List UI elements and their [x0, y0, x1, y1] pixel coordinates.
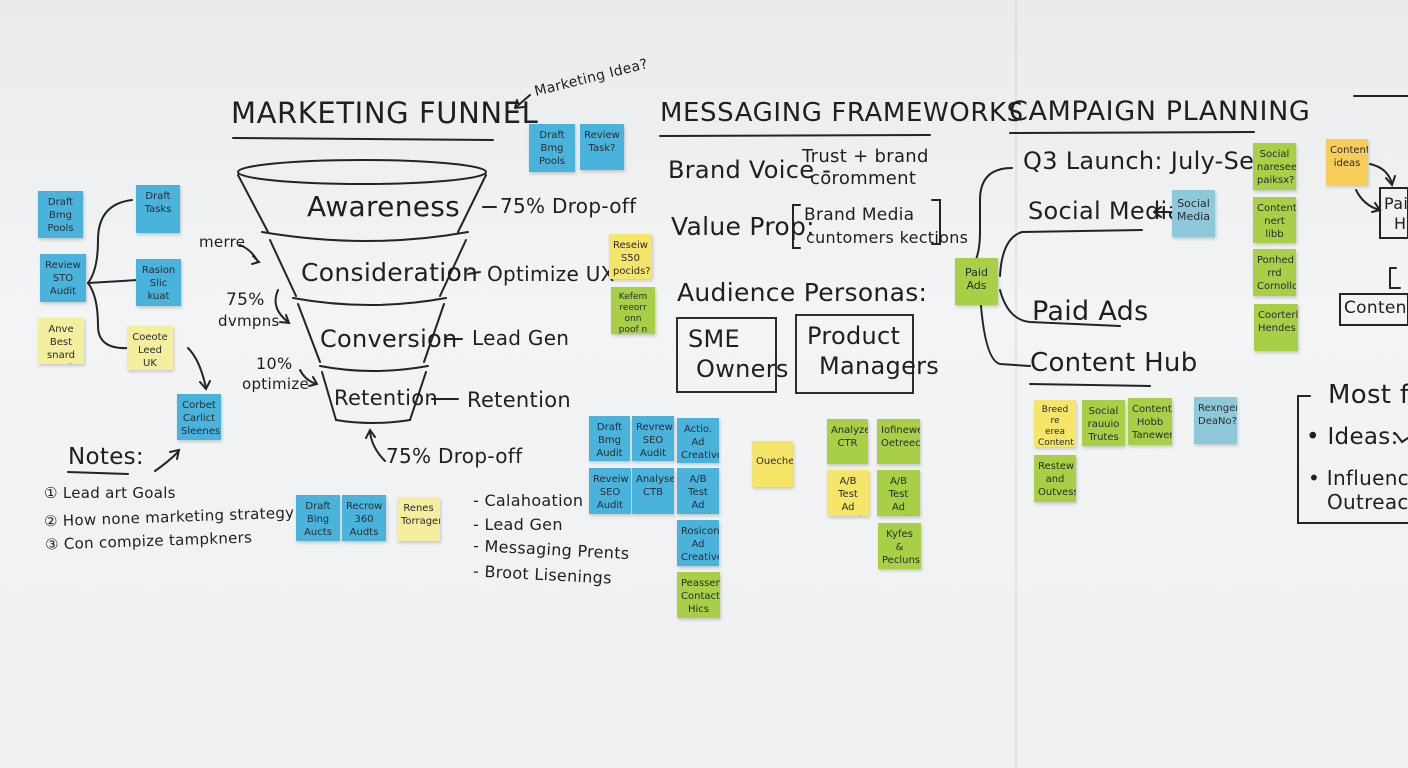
sticky-note: Analyze CTR [827, 419, 868, 464]
bullet-item: - Calahoation [473, 491, 583, 510]
persona-name: Owners [696, 355, 789, 383]
funnel-stage-awareness: Awareness [307, 190, 460, 223]
funnel-title: MARKETING FUNNEL [231, 96, 538, 130]
audience-personas-label: Audience Personas: [677, 278, 927, 307]
content-hub-label: Content Hub [1030, 348, 1198, 378]
funnel-note-retention: Retention [467, 388, 571, 412]
ideas-bullet: • Ideas: [1306, 424, 1399, 450]
persona-name: SME [688, 325, 740, 353]
sticky-note: A/B Test Ad Creatives [677, 468, 719, 514]
q3-launch: Q3 Launch: July-Sep [1023, 147, 1270, 175]
influencer-bullet: • Influencer [1308, 466, 1408, 490]
sticky-note: A/B Test Ad Creatives [877, 470, 920, 516]
sticky-note: Coeote Leed UK [127, 326, 173, 370]
funnel-note-lead-gen: Lead Gen [472, 326, 569, 350]
sticky-note: Social rauuio Trutes [1082, 400, 1125, 446]
value-prop-detail: cuntomers kections [806, 228, 968, 247]
influencer-bullet: Outreach? [1327, 490, 1408, 514]
funnel-note-dropoff: 75% Drop-off [500, 194, 636, 218]
sticky-note: Draft Tasks [136, 185, 180, 233]
persona-card-product: Product Managers [795, 314, 914, 394]
sticky-note: Analyse CTB [632, 468, 674, 514]
sticky-note: Peassen Contact Hics [677, 572, 720, 618]
sticky-note: Review Task? [580, 124, 624, 170]
sticky-note: Paid Ads [955, 258, 998, 305]
sticky-note: Reseiw S50 pocids? [609, 234, 652, 279]
sticky-note: Rexnger DeaNo? [1194, 397, 1237, 444]
notes-item: ① Lead art Goals [44, 484, 176, 502]
social-media-label: Social Media [1028, 197, 1182, 225]
sticky-note: Renes Torrager [397, 497, 440, 541]
funnel-left-note-dvmpns: dvmpns [218, 312, 280, 330]
funnel-note-optimize-ux: Optimize UX [487, 262, 615, 286]
sticky-note: Coorterler Hendes [1254, 304, 1298, 351]
messaging-title: MESSAGING FRAMEWORKS [660, 98, 1024, 128]
sticky-note: Draft Bmg Pools [38, 191, 83, 238]
paid-ads-label: Paid Ads [1032, 296, 1148, 327]
sticky-note: Actio. Ad Creatives [677, 418, 719, 463]
funnel-left-note-optimize: optimize [242, 375, 309, 393]
brand-voice-detail: Trust + brand [802, 146, 929, 167]
sticky-note: Social nareseet paiksx? [1253, 143, 1296, 190]
notes-heading: Notes: [68, 444, 144, 470]
sticky-note: Breed re erea Content Hub [1034, 400, 1076, 447]
sticky-note: Rosicon Ad Creatives [677, 520, 719, 566]
sticky-note: Rasion Slic kuat [136, 259, 181, 306]
sticky-note: Reveiw SEO Audit [589, 468, 631, 514]
value-prop-detail: Brand Media [804, 205, 914, 225]
sticky-note: Content Hobb Tanewert [1128, 398, 1172, 445]
funnel-stage-conversion: Conversion [320, 325, 458, 353]
funnel-left-note-10: 10% [256, 354, 292, 373]
sticky-note: Revrew SEO Audit [632, 416, 674, 461]
sticky-note: Draft Bing Aucts [296, 495, 340, 541]
sticky-note: Iofinewer Oetreeck? [877, 419, 920, 464]
brand-voice-detail: coromment [810, 168, 916, 189]
persona-name: Managers [819, 352, 939, 380]
sticky-note: Corbet Carlict Sleenes? [177, 394, 221, 440]
persona-name: Product [807, 322, 900, 350]
funnel-left-note-merre: merre [199, 233, 245, 251]
funnel-left-note-75: 75% [226, 290, 265, 310]
funnel-stage-retention: Retention [334, 386, 438, 410]
sticky-note: Ouecher? [752, 441, 793, 487]
funnel-stage-consideration: Consideration [301, 258, 478, 287]
sticky-note: A/B Test Ad Creatives [827, 470, 869, 516]
most-fr-heading: Most fr [1328, 380, 1408, 410]
sticky-note: Kyfes & Pecluns Nagoger? [878, 523, 921, 569]
sticky-note: Review STO Audit [40, 254, 86, 302]
sticky-note: Draft Bmg Pools [529, 124, 575, 172]
sticky-note: Recrow 360 Audts [342, 495, 386, 541]
persona-card-sme: SME Owners [676, 317, 777, 393]
sticky-note: Content ideas [1326, 139, 1368, 185]
sticky-note: Draft Bmg Audit [589, 416, 630, 461]
value-prop-label: Value Prop: [671, 212, 815, 241]
funnel-note-bottom-dropoff: 75% Drop-off [386, 444, 522, 468]
sticky-note: Ponhed rrd Cornollds [1253, 249, 1296, 296]
campaign-title: CAMPAIGN PLANNING [1009, 96, 1310, 127]
content-h-box: Content H [1344, 298, 1408, 318]
sticky-note: Anve Best snard Ceenlinet? [38, 318, 84, 364]
paie-box-h: H [1394, 214, 1406, 233]
sticky-note: Content nert libb [1253, 197, 1296, 243]
sticky-note: Restew and Outvess? [1034, 455, 1076, 502]
bullet-item: - Lead Gen [473, 515, 563, 534]
paie-box: Paie [1384, 194, 1408, 213]
sticky-note: Social Media [1172, 190, 1215, 237]
sticky-note: Kefem reeorr onn poof n manda? [611, 287, 655, 334]
